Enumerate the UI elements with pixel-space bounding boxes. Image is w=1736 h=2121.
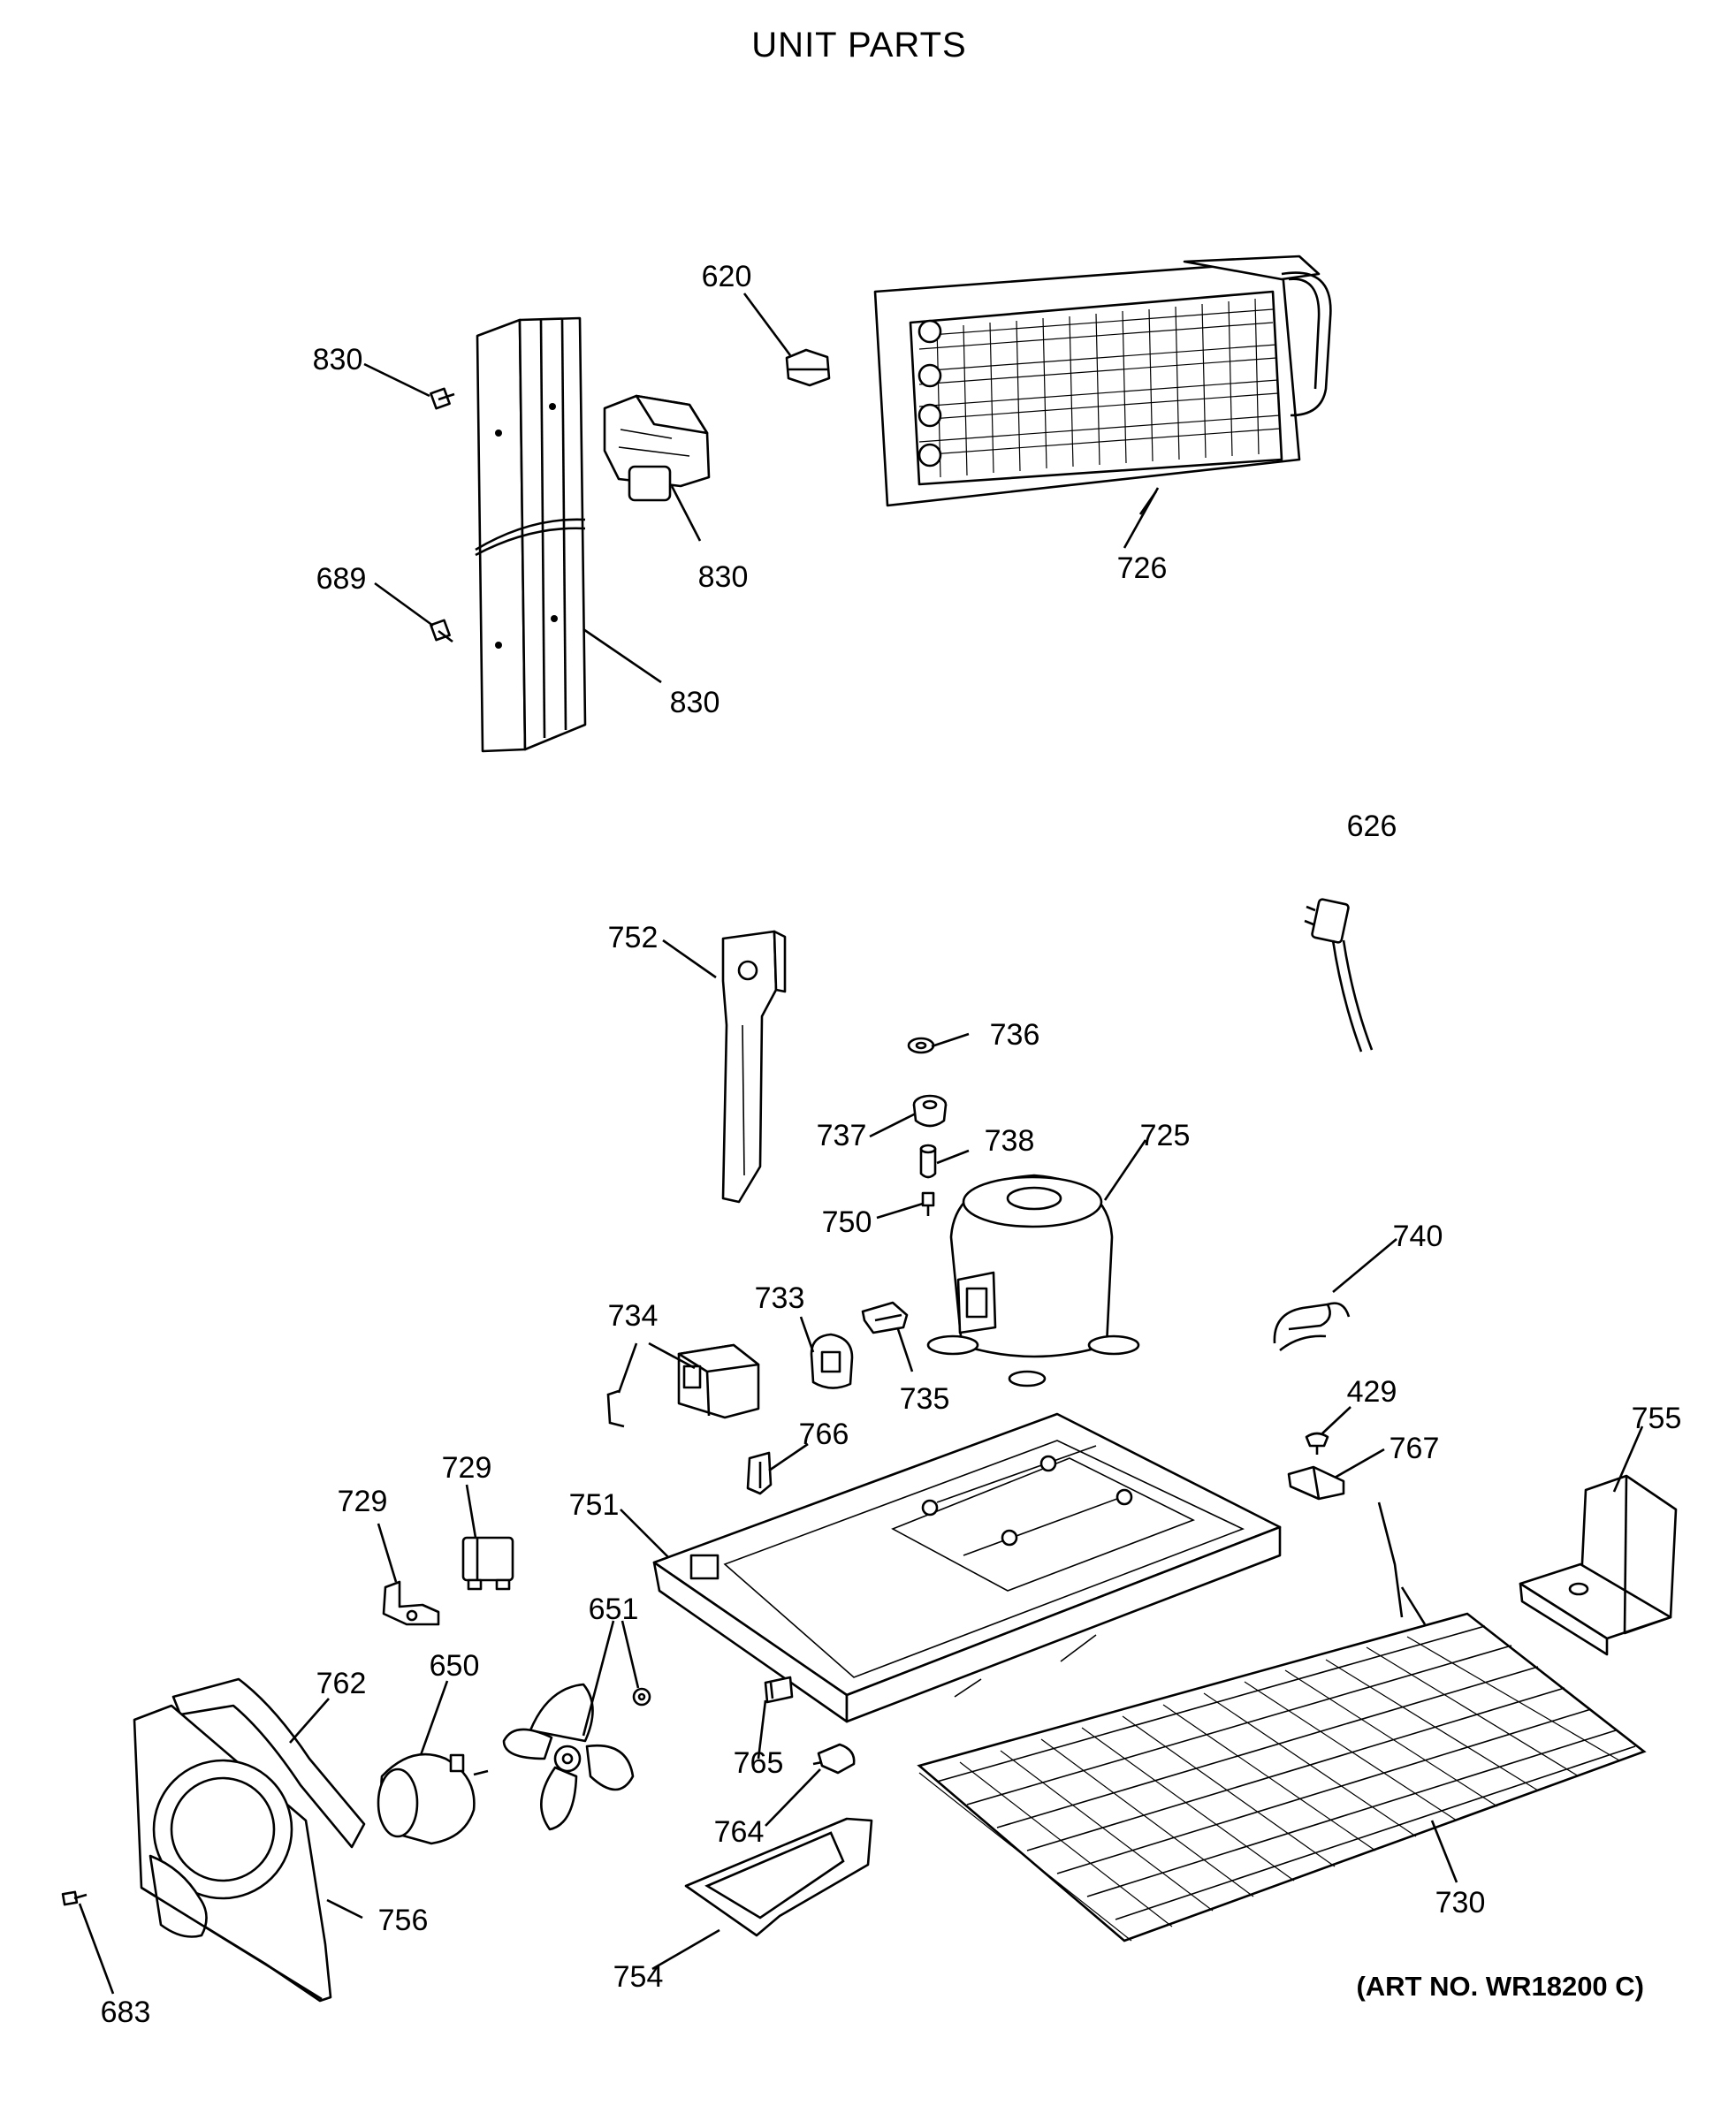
callout-729-right: 729 (442, 1451, 492, 1485)
callout-689: 689 (316, 562, 367, 596)
callout-737: 737 (817, 1119, 867, 1152)
evaporator-part-726 (873, 255, 1332, 507)
callout-752: 752 (608, 921, 659, 954)
fan-blade-part-651 (502, 1683, 635, 1831)
channel-bracket-part-830 (475, 316, 587, 753)
callout-labels: 830 689 830 830 620 726 626 752 736 737 … (101, 260, 1682, 2029)
callout-762: 762 (316, 1667, 367, 1700)
callout-683: 683 (101, 1996, 151, 2029)
thermostat-part-620 (785, 348, 831, 387)
callout-764: 764 (714, 1815, 765, 1849)
screw-part-429 (1305, 1432, 1329, 1455)
callout-725: 725 (1140, 1119, 1191, 1152)
condenser-part-730 (917, 1501, 1647, 1942)
callout-738: 738 (985, 1124, 1035, 1158)
callout-765: 765 (734, 1746, 784, 1780)
callout-733: 733 (755, 1281, 805, 1315)
callout-626: 626 (1347, 810, 1397, 843)
base-tray-part-751 (652, 1412, 1282, 1723)
fan-motor-part-650 (377, 1752, 489, 1845)
overload-part-733 (810, 1333, 854, 1389)
diagram-title: UNIT PARTS (751, 26, 966, 65)
capacitor-part-729-right (461, 1536, 514, 1591)
callout-650: 650 (430, 1649, 480, 1683)
callout-729-left: 729 (338, 1485, 388, 1518)
art-number: (ART NO. WR18200 C) (1356, 1971, 1644, 2002)
callout-766: 766 (799, 1418, 849, 1451)
relay-block-part-830 (603, 394, 711, 502)
callout-620: 620 (702, 260, 752, 293)
callout-651: 651 (589, 1593, 639, 1626)
callout-767: 767 (1390, 1432, 1440, 1465)
callout-754: 754 (613, 1960, 664, 1994)
washer-part-736 (907, 1037, 935, 1054)
callout-726: 726 (1117, 551, 1168, 585)
clip-part-735 (861, 1301, 909, 1334)
callout-730: 730 (1435, 1886, 1486, 1920)
sleeve-part-738 (919, 1144, 937, 1179)
screw-part-683 (61, 1890, 88, 1906)
screw-part-750 (921, 1191, 935, 1216)
bracket-part-766 (746, 1451, 773, 1495)
screw-part-689 (430, 619, 453, 643)
clip-part-767 (1287, 1465, 1345, 1501)
clip-part-740 (1273, 1302, 1351, 1352)
power-cord-part-626 (1304, 898, 1374, 1053)
callout-755: 755 (1632, 1402, 1682, 1435)
callout-830-bracket: 830 (670, 686, 720, 719)
callout-740: 740 (1393, 1220, 1443, 1253)
callout-429: 429 (1347, 1375, 1397, 1409)
bracket-part-729-left (382, 1580, 440, 1626)
shield-part-755 (1519, 1474, 1678, 1656)
relay-part-734 (606, 1343, 760, 1428)
compressor-part-725 (926, 1174, 1140, 1387)
callout-750: 750 (822, 1205, 872, 1239)
callout-830-relay: 830 (698, 560, 749, 594)
screw-part-830 (430, 387, 455, 410)
callout-736: 736 (990, 1018, 1040, 1052)
callout-735: 735 (900, 1382, 950, 1416)
callout-756: 756 (378, 1904, 429, 1937)
nut-part-651 (632, 1687, 651, 1707)
drain-pan-part-754 (684, 1817, 873, 1937)
leader-lines (78, 293, 1644, 1995)
callout-734: 734 (608, 1299, 659, 1333)
callout-751: 751 (569, 1488, 620, 1522)
clip-part-764 (812, 1743, 856, 1775)
bracket-part-752 (721, 930, 787, 1204)
grommet-part-737 (912, 1094, 948, 1128)
clip-part-765 (764, 1676, 794, 1704)
fan-shroud-part-756 (133, 1704, 332, 2003)
callout-830-screw: 830 (313, 343, 363, 376)
gasket-part-762 (171, 1677, 366, 1849)
